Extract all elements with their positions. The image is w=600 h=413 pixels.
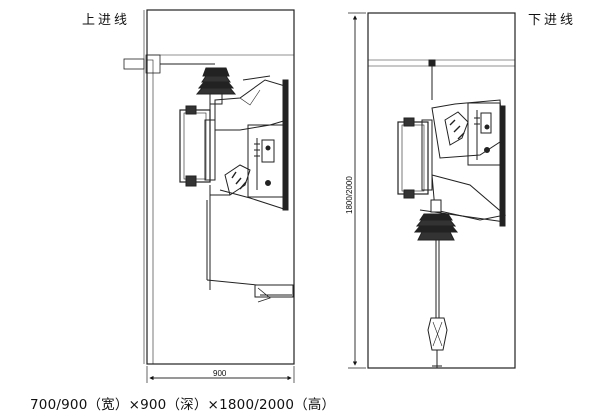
height-dimension [348, 12, 366, 369]
height-dimension-label: 1800/2000 [345, 176, 354, 214]
right-circuit-breaker [397, 59, 507, 227]
right-cable-assembly [427, 240, 448, 368]
width-dimension [146, 366, 295, 383]
dimensions-caption: 700/900（宽）×900（深）×1800/2000（高） [30, 397, 336, 413]
left-control-rod [206, 200, 294, 303]
bottom-entry-label: 下进线 [528, 13, 577, 28]
left-circuit-breaker [179, 75, 289, 290]
right-cabinet [367, 12, 516, 369]
left-insulator-stack [195, 67, 237, 105]
top-entry-label: 上进线 [82, 13, 131, 28]
left-cabinet [123, 9, 295, 365]
width-dimension-label: 900 [213, 369, 227, 378]
right-insulator-stack [413, 199, 459, 241]
